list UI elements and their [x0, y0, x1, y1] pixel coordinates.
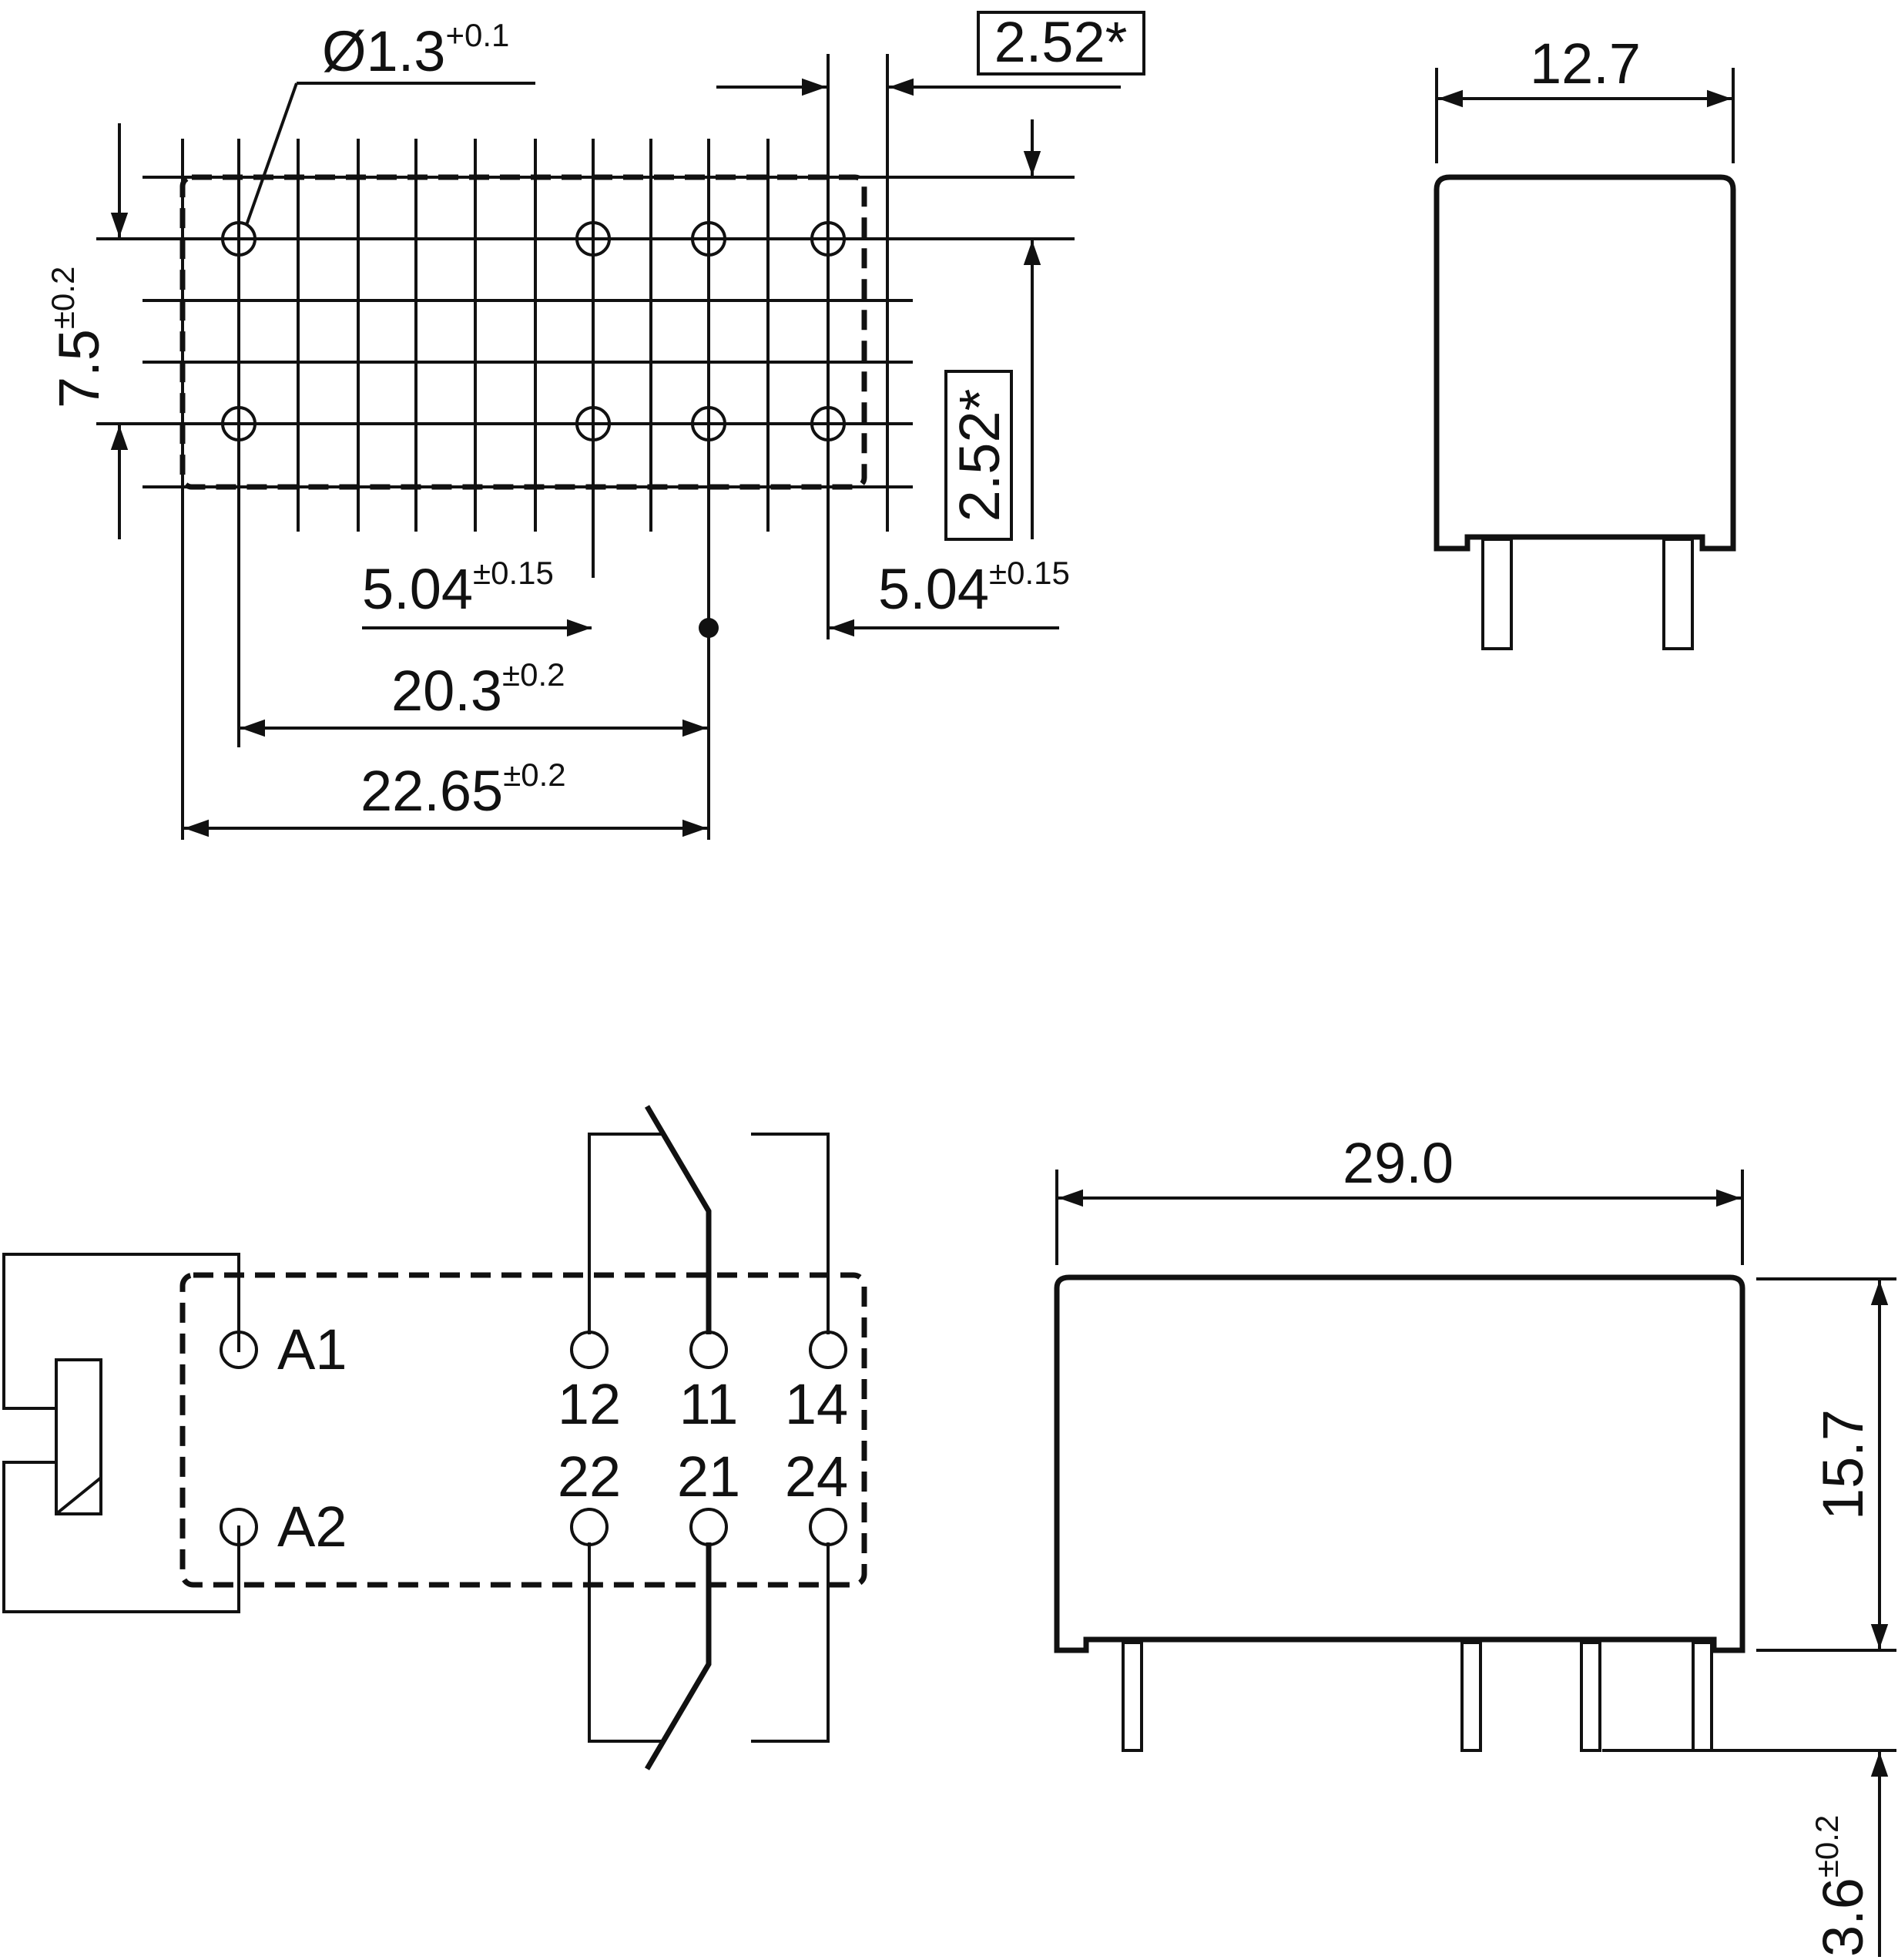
relay-outline-schematic	[179, 1272, 867, 1588]
front-pin-4	[1692, 1641, 1713, 1752]
side-pin-right	[1662, 538, 1694, 650]
terminal-circles	[220, 1331, 847, 1546]
front-body	[1054, 1274, 1745, 1653]
front-view: 29.0 15.7 3.6±0.2	[1054, 1131, 1896, 1957]
pin-label-a2: A2	[277, 1495, 347, 1559]
coil-symbol	[55, 1358, 102, 1515]
hole-diameter-label: Ø1.3+0.1	[322, 17, 509, 83]
front-height-label: 15.7	[1811, 1409, 1875, 1520]
front-pin-2	[1460, 1641, 1482, 1752]
pin-label-11: 11	[679, 1372, 739, 1436]
pin-label-12: 12	[558, 1372, 621, 1436]
front-pin-3	[1580, 1641, 1601, 1752]
pin-label-a1: A1	[277, 1317, 347, 1381]
pin-gap-2-label: 5.04±0.15	[878, 555, 1070, 621]
grid-lines	[96, 54, 1075, 840]
side-body	[1434, 174, 1736, 552]
pitch-right-label: 2.52*	[947, 389, 1011, 522]
front-pin-1	[1122, 1641, 1143, 1752]
footprint-view: Ø1.3+0.1 2.52* 2.52* 7.5±0.2 5.04±0.15 5…	[45, 10, 1145, 840]
side-view: 12.7	[1434, 32, 1736, 650]
wiring-schematic: A1 A2 12 11 14 22 21 24	[2, 1105, 867, 1770]
relay-outline-dashed	[179, 174, 867, 490]
pitch-top-label: 2.52*	[994, 10, 1128, 74]
row-spacing-label: 7.5±0.2	[45, 267, 111, 408]
pcb-holes	[221, 221, 846, 638]
pin-label-22: 22	[558, 1445, 621, 1509]
pin-length-label: 3.6±0.2	[1809, 1815, 1875, 1957]
pin-label-24: 24	[785, 1445, 848, 1509]
side-width-label: 12.7	[1530, 32, 1641, 96]
front-length-label: 29.0	[1343, 1131, 1454, 1195]
pin-label-21: 21	[677, 1445, 740, 1509]
side-pin-left	[1481, 538, 1513, 650]
coil-to-contact-label: 20.3±0.2	[391, 656, 565, 723]
pin-label-14: 14	[785, 1372, 848, 1436]
body-to-contact-label: 22.65±0.2	[360, 757, 566, 823]
pin-gap-1-label: 5.04±0.15	[362, 555, 554, 621]
